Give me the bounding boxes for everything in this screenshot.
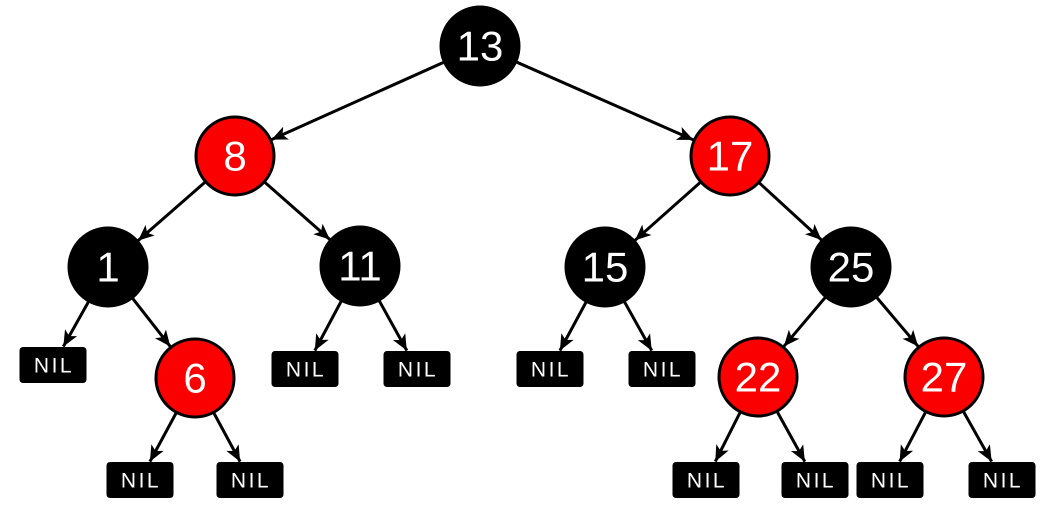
red-node-circle xyxy=(717,336,799,418)
nil-box xyxy=(383,351,451,387)
nil-label: NIL xyxy=(796,470,836,493)
nil-leaf-nil-6-l: NIL xyxy=(106,462,174,498)
node-value-label: 13 xyxy=(457,23,504,70)
black-node-circle xyxy=(67,226,149,308)
tree-node-8: 8 xyxy=(194,115,276,197)
nil-label: NIL xyxy=(871,470,911,493)
red-node-circle xyxy=(194,115,276,197)
black-node-circle xyxy=(439,5,521,87)
nil-box xyxy=(216,462,284,498)
tree-node-13: 13 xyxy=(439,5,521,87)
nil-label: NIL xyxy=(643,359,683,382)
nil-leaf-nil-22-l: NIL xyxy=(672,462,740,498)
nil-box xyxy=(781,462,849,498)
nil-label: NIL xyxy=(34,355,74,378)
red-node-circle xyxy=(154,337,236,419)
node-value-label: 8 xyxy=(223,133,246,180)
nil-leaf-nil-27-l: NIL xyxy=(856,462,924,498)
red-node-circle xyxy=(903,336,985,418)
black-node-circle xyxy=(564,226,646,308)
red-node-circle xyxy=(689,115,771,197)
nil-label: NIL xyxy=(286,359,326,382)
nil-label: NIL xyxy=(121,470,161,493)
nil-box xyxy=(672,462,740,498)
nil-box xyxy=(271,351,339,387)
node-value-label: 27 xyxy=(921,354,968,401)
nil-box xyxy=(516,351,584,387)
nil-leaf-nil-1-l: NIL xyxy=(19,347,87,383)
nil-leaf-nil-15-r: NIL xyxy=(628,351,696,387)
tree-node-25: 25 xyxy=(810,226,892,308)
nil-box xyxy=(628,351,696,387)
nil-box xyxy=(968,462,1036,498)
nil-box xyxy=(106,462,174,498)
nil-box xyxy=(19,347,87,383)
nil-label: NIL xyxy=(398,359,438,382)
nil-leaf-nil-15-l: NIL xyxy=(516,351,584,387)
nil-label: NIL xyxy=(531,359,571,382)
node-value-label: 15 xyxy=(582,244,629,291)
black-node-circle xyxy=(319,225,401,307)
tree-node-17: 17 xyxy=(689,115,771,197)
nil-leaf-nil-6-r: NIL xyxy=(216,462,284,498)
nil-label: NIL xyxy=(983,470,1023,493)
black-node-circle xyxy=(810,226,892,308)
nil-box xyxy=(856,462,924,498)
node-value-label: 22 xyxy=(735,354,782,401)
nil-leaf-nil-27-r: NIL xyxy=(968,462,1036,498)
nil-leaf-nil-11-r: NIL xyxy=(383,351,451,387)
tree-node-22: 22 xyxy=(717,336,799,418)
tree-node-15: 15 xyxy=(564,226,646,308)
tree-node-11: 11 xyxy=(319,225,401,307)
nil-leaf-nil-22-r: NIL xyxy=(781,462,849,498)
tree-node-27: 27 xyxy=(903,336,985,418)
tree-node-1: 1 xyxy=(67,226,149,308)
node-value-label: 25 xyxy=(828,244,875,291)
tree-node-6: 6 xyxy=(154,337,236,419)
node-value-label: 17 xyxy=(707,133,754,180)
nil-leaf-nil-11-l: NIL xyxy=(271,351,339,387)
nil-label: NIL xyxy=(231,470,271,493)
node-value-label: 1 xyxy=(96,244,119,291)
node-value-label: 6 xyxy=(183,355,206,402)
nil-label: NIL xyxy=(687,470,727,493)
node-value-label: 11 xyxy=(338,243,382,290)
